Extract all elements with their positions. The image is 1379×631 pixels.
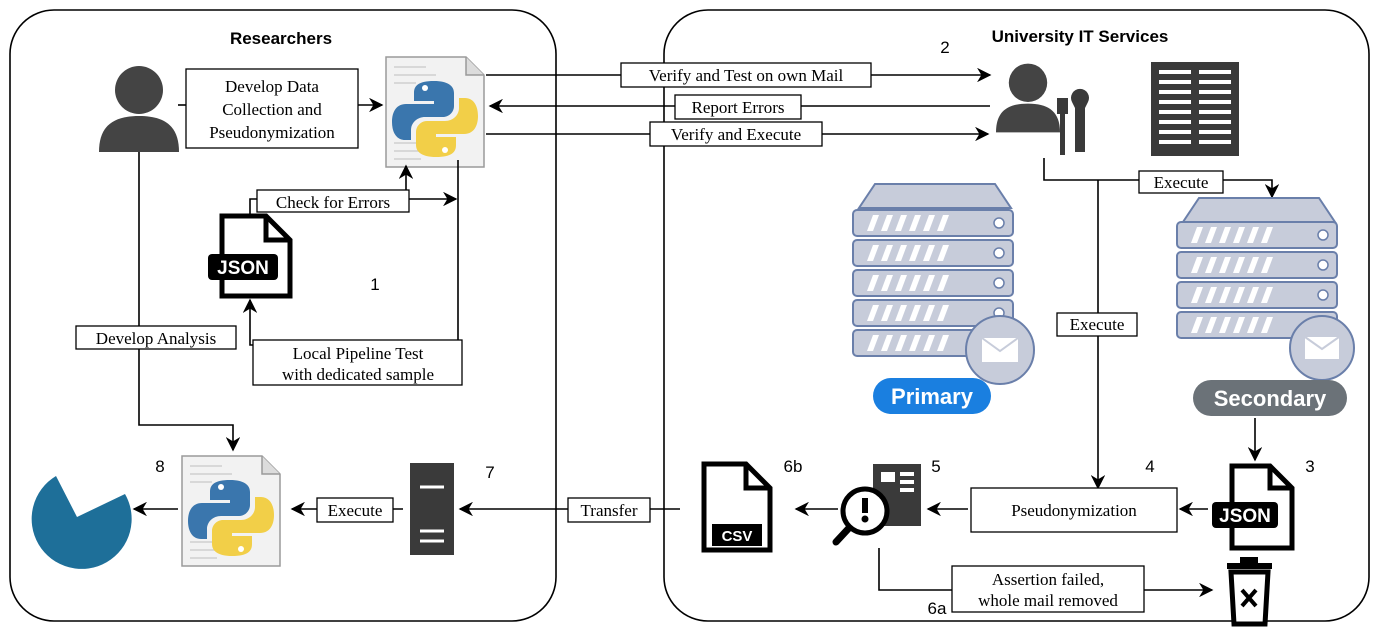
- assertion-box: [951, 565, 1145, 613]
- primary-badge: [873, 378, 991, 414]
- develop-data-label-2: Collection and: [222, 100, 322, 119]
- pie-chart-icon: [31, 476, 132, 569]
- verify-test-box: [620, 62, 872, 88]
- report-errors-label: Report Errors: [691, 98, 784, 117]
- it-services-title: University IT Services: [992, 27, 1169, 46]
- researchers-title: Researchers: [230, 29, 332, 48]
- step-1: 1: [370, 275, 379, 294]
- mail-server-icon: [852, 183, 1035, 385]
- develop-analysis-box: [75, 325, 237, 350]
- it-admin-icon: [996, 63, 1089, 155]
- local-test-label-1: Local Pipeline Test: [293, 344, 424, 363]
- check-errors-label: Check for Errors: [276, 193, 390, 212]
- python-script-icon: [385, 56, 485, 168]
- svg-text:CSV: CSV: [722, 528, 753, 545]
- json-file-icon: JSON: [1212, 463, 1295, 551]
- svg-text:JSON: JSON: [217, 258, 269, 279]
- local-test-box: [252, 339, 463, 386]
- step-3: 3: [1305, 457, 1314, 476]
- step-2: 2: [940, 38, 949, 57]
- develop-data-box: [185, 68, 359, 149]
- local-server-icon: [410, 463, 454, 555]
- python-script-icon: [181, 455, 281, 567]
- report-errors-box: [674, 94, 802, 120]
- inspect-icon: [832, 464, 921, 546]
- json-file-icon: JSON: [208, 213, 293, 299]
- trash-icon: [1227, 557, 1272, 627]
- pseudonymization-label: Pseudonymization: [1011, 501, 1137, 520]
- secondary-label: Secondary: [1214, 386, 1327, 411]
- transfer-label: Transfer: [581, 501, 638, 520]
- execute-mid-label: Execute: [1070, 315, 1125, 334]
- svg-text:JSON: JSON: [1219, 506, 1271, 527]
- execute-top-label: Execute: [1154, 173, 1209, 192]
- execute-bottom-label: Execute: [328, 501, 383, 520]
- develop-data-label-1: Develop Data: [225, 77, 319, 96]
- step-6b: 6b: [784, 457, 803, 476]
- check-errors-box: [256, 189, 410, 213]
- it-services-panel: [663, 9, 1370, 622]
- develop-analysis-label: Develop Analysis: [96, 329, 216, 348]
- pseudonymization-box: [970, 487, 1178, 533]
- primary-label: Primary: [891, 384, 974, 409]
- verify-execute-box: [649, 121, 823, 147]
- develop-data-label-3: Pseudonymization: [209, 123, 335, 142]
- step-6a: 6a: [928, 599, 947, 618]
- step-5: 5: [931, 457, 940, 476]
- secondary-badge: [1193, 380, 1347, 416]
- transfer-box: [567, 497, 651, 523]
- local-test-label-2: with dedicated sample: [282, 365, 434, 384]
- assertion-label-2: whole mail removed: [978, 591, 1118, 610]
- building-icon: [1151, 62, 1239, 156]
- verify-test-label: Verify and Test on own Mail: [649, 66, 844, 85]
- step-8: 8: [155, 457, 164, 476]
- execute-mid-box: [1056, 312, 1138, 337]
- step-7: 7: [485, 463, 494, 482]
- step-4: 4: [1145, 457, 1154, 476]
- verify-execute-label: Verify and Execute: [671, 125, 801, 144]
- assertion-label-1: Assertion failed,: [992, 570, 1104, 589]
- execute-top-box: [1138, 170, 1224, 194]
- execute-bottom-box: [316, 497, 394, 523]
- csv-file-icon: CSV: [701, 461, 773, 553]
